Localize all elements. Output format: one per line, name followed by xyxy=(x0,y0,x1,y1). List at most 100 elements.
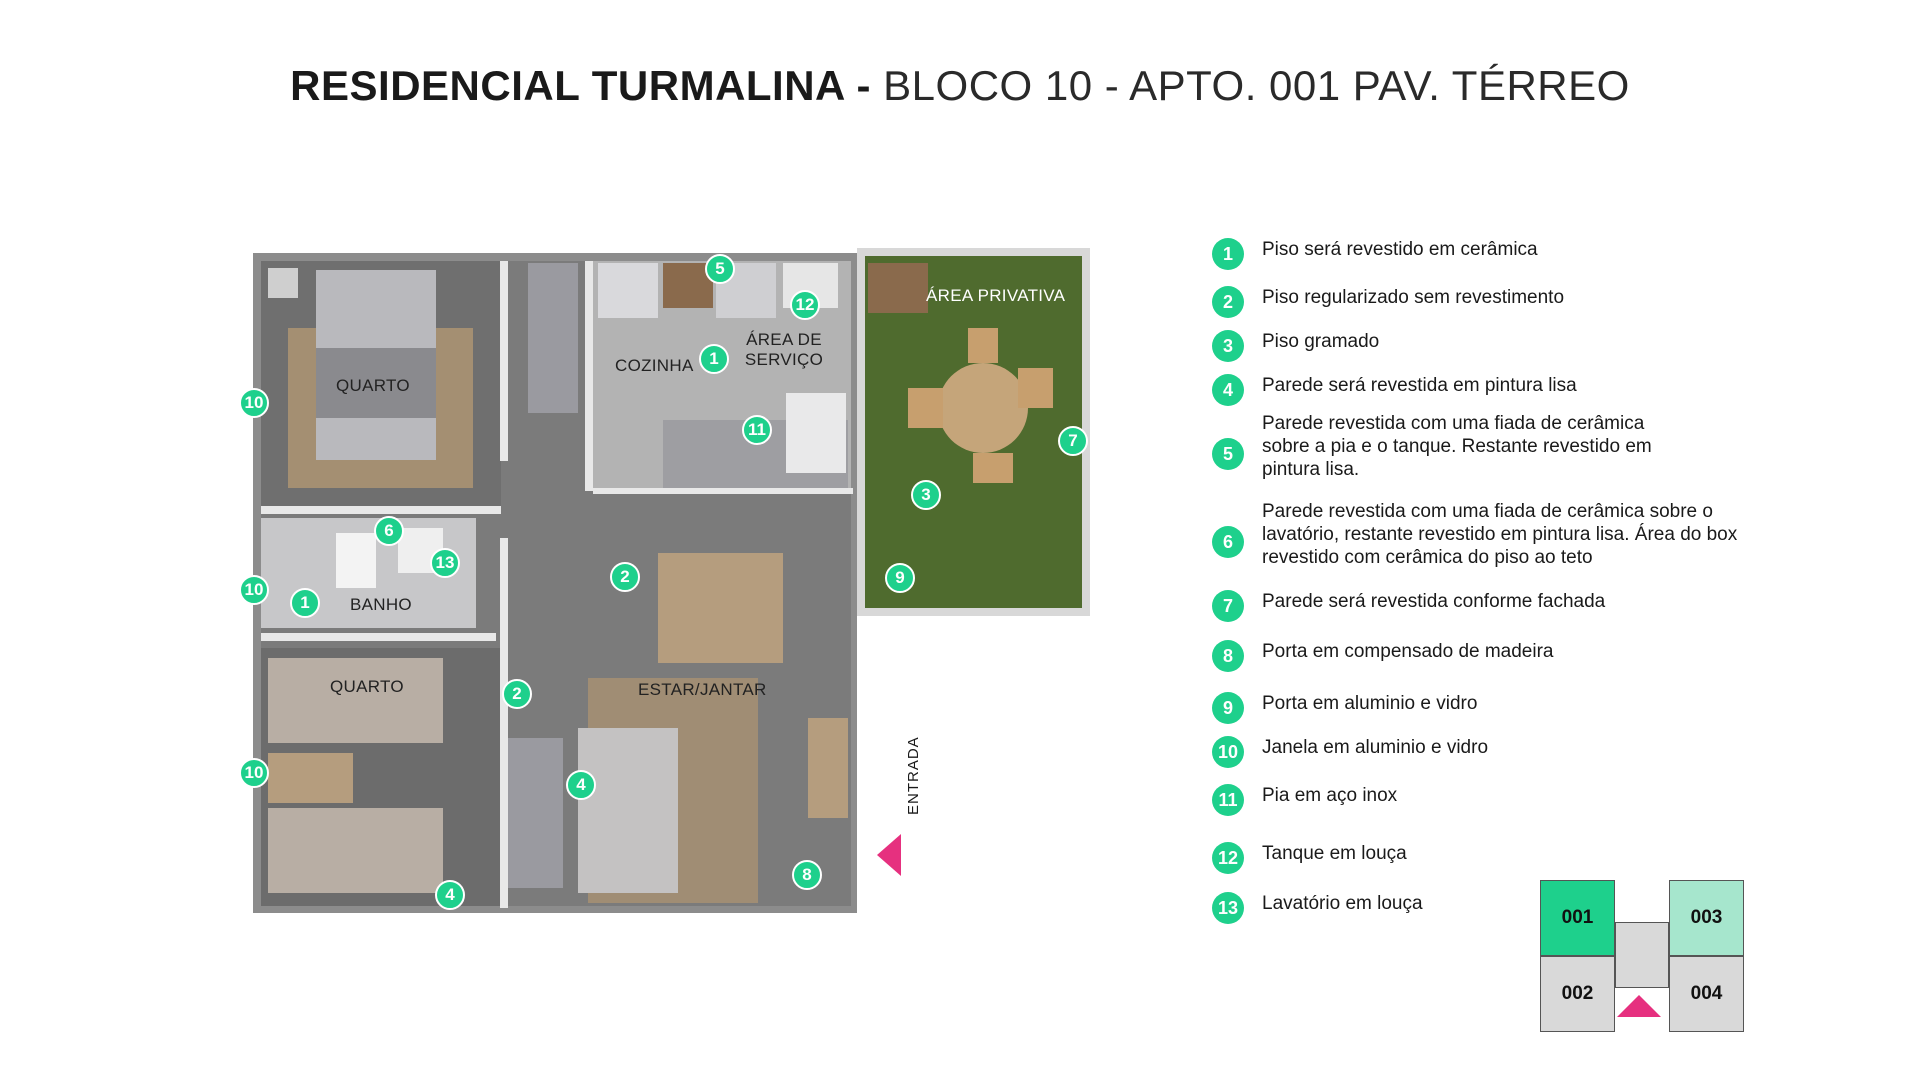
legend-text: Lavatório em louça xyxy=(1262,893,1423,914)
legend-text: Parede revestida com uma fiada de cerâmi… xyxy=(1262,501,1738,568)
legend-number: 10 xyxy=(1212,736,1244,768)
sofa xyxy=(578,728,678,893)
legend-item: 4 Parede será revestida em pintura lisa xyxy=(1212,374,1577,406)
bed-bottom-2 xyxy=(268,808,443,893)
patio-chair-3 xyxy=(1018,368,1053,408)
legend-number: 9 xyxy=(1212,692,1244,724)
legend-text: Tanque em louça xyxy=(1262,843,1407,864)
plan-marker: 1 xyxy=(699,344,729,374)
wall-2 xyxy=(585,261,593,491)
plan-marker: 10 xyxy=(239,758,269,788)
unit-cell-003: 003 xyxy=(1669,880,1744,956)
dining-table xyxy=(658,553,783,663)
entrance-arrow-icon xyxy=(877,834,901,876)
legend-text: Piso gramado xyxy=(1262,331,1380,352)
plan-marker: 1 xyxy=(290,588,320,618)
side-table xyxy=(808,718,848,818)
wall-1 xyxy=(500,261,508,461)
legend-number: 8 xyxy=(1212,640,1244,672)
legend-number: 4 xyxy=(1212,374,1244,406)
legend-item: 13 Lavatório em louça xyxy=(1212,892,1423,924)
legend-number: 3 xyxy=(1212,330,1244,362)
bed-bottom-1 xyxy=(268,658,443,743)
room-label-quarto-bottom: QUARTO xyxy=(330,677,404,696)
unit-cell-002: 002 xyxy=(1540,956,1615,1032)
legend-text: Piso regularizado sem revestimento xyxy=(1262,287,1565,308)
patio-chair-2 xyxy=(908,388,943,428)
legend-text: Porta em compensado de madeira xyxy=(1262,641,1554,662)
washer xyxy=(786,393,846,473)
legend-number: 1 xyxy=(1212,238,1244,270)
room-label-banho: BANHO xyxy=(350,595,412,614)
legend-number: 12 xyxy=(1212,842,1244,874)
plan-marker: 6 xyxy=(374,516,404,546)
legend-item: 11 Pia em aço inox xyxy=(1212,784,1397,816)
entrance-label: ENTRADA xyxy=(905,736,922,815)
toilet xyxy=(336,533,376,588)
patio-chair-4 xyxy=(973,453,1013,483)
wardrobe-top xyxy=(528,263,578,413)
patio-chair-1 xyxy=(968,328,998,363)
legend-text: Piso será revestido em cerâmica xyxy=(1262,239,1538,260)
plan-marker: 3 xyxy=(911,480,941,510)
legend-number: 11 xyxy=(1212,784,1244,816)
legend-item: 5 Parede revestida com uma fiada de cerâ… xyxy=(1212,412,1692,481)
room-label-quarto-top: QUARTO xyxy=(336,376,410,395)
legend-item: 7 Parede será revestida conforme fachada xyxy=(1212,590,1605,622)
title-light: BLOCO 10 - APTO. 001 PAV. TÉRREO xyxy=(883,62,1630,109)
plan-marker: 12 xyxy=(790,290,820,320)
patio-table xyxy=(938,363,1028,453)
legend-item: 10 Janela em aluminio e vidro xyxy=(1212,736,1488,768)
wall-4 xyxy=(261,633,496,641)
plan-marker: 13 xyxy=(430,548,460,578)
legend-item: 3 Piso gramado xyxy=(1212,330,1379,362)
plan-marker: 2 xyxy=(502,679,532,709)
legend-item: 6 Parede revestida com uma fiada de cerâ… xyxy=(1212,500,1752,569)
room-label-area-privativa: ÁREA PRIVATIVA xyxy=(926,286,1066,305)
legend-item: 12 Tanque em louça xyxy=(1212,842,1407,874)
legend-number: 2 xyxy=(1212,286,1244,318)
plan-marker: 10 xyxy=(239,388,269,418)
room-label-cozinha: COZINHA xyxy=(615,356,694,375)
planter xyxy=(868,263,928,313)
legend-item: 2 Piso regularizado sem revestimento xyxy=(1212,286,1564,318)
plan-marker: 5 xyxy=(705,254,735,284)
nightstand-top xyxy=(268,268,298,298)
legend-number: 7 xyxy=(1212,590,1244,622)
plan-marker: 8 xyxy=(792,860,822,890)
legend-item: 8 Porta em compensado de madeira xyxy=(1212,640,1554,672)
legend-text: Janela em aluminio e vidro xyxy=(1262,737,1489,758)
legend-text: Parede revestida com uma fiada de cerâmi… xyxy=(1262,413,1652,480)
legend-number: 6 xyxy=(1212,526,1244,558)
legend-number: 5 xyxy=(1212,438,1244,470)
wardrobe-bottom xyxy=(508,738,563,888)
page-title: RESIDENCIAL TURMALINA - BLOCO 10 - APTO.… xyxy=(0,62,1920,110)
plan-marker: 7 xyxy=(1058,426,1088,456)
cabinet xyxy=(663,263,713,308)
unit-cell-corridor xyxy=(1615,922,1669,988)
room-label-estar-jantar: ESTAR/JANTAR xyxy=(638,680,767,699)
legend-item: 1 Piso será revestido em cerâmica xyxy=(1212,238,1538,270)
unit-cell-001: 001 xyxy=(1540,880,1615,956)
legend-item: 9 Porta em aluminio e vidro xyxy=(1212,692,1477,724)
legend-text: Porta em aluminio e vidro xyxy=(1262,693,1478,714)
room-label-area-servico: ÁREA DE SERVIÇO xyxy=(744,330,824,369)
plan-marker: 2 xyxy=(610,562,640,592)
floor-plan-drawing xyxy=(253,248,1090,913)
plan-marker: 11 xyxy=(742,415,772,445)
legend-text: Parede será revestida em pintura lisa xyxy=(1262,375,1577,396)
unit-key: 001 002 003 004 xyxy=(1540,880,1748,1032)
title-bold: RESIDENCIAL TURMALINA - xyxy=(290,62,871,109)
legend-text: Pia em aço inox xyxy=(1262,785,1398,806)
legend-text: Parede será revestida conforme fachada xyxy=(1262,591,1606,612)
wall-5 xyxy=(500,538,508,908)
desk xyxy=(268,753,353,803)
unit-cell-004: 004 xyxy=(1669,956,1744,1032)
plan-marker: 4 xyxy=(435,880,465,910)
floor-plan: QUARTO COZINHA ÁREA DE SERVIÇO ÁREA PRIV… xyxy=(239,248,1090,918)
wall-6 xyxy=(593,488,853,494)
plan-marker: 4 xyxy=(566,770,596,800)
bed-blanket-top xyxy=(316,348,436,418)
plan-marker: 9 xyxy=(885,563,915,593)
plan-marker: 10 xyxy=(239,575,269,605)
